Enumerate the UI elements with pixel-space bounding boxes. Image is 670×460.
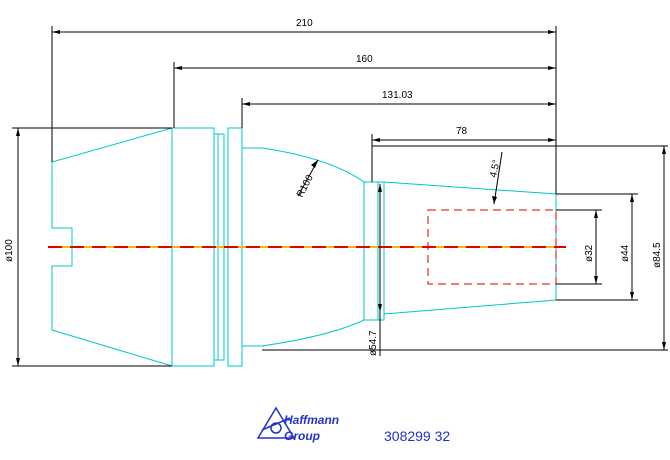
arrow-r100 — [311, 160, 318, 168]
part-number: 308299 32 — [384, 428, 450, 444]
arrowheads — [16, 30, 666, 366]
label-dia-54-7: ø54.7 — [368, 330, 379, 356]
arc-top — [261, 147, 365, 183]
arrow-44-bottom — [630, 292, 634, 300]
arrow-100-top — [16, 128, 20, 136]
label-dia-44: ø44 — [620, 244, 631, 262]
arrow-54-top — [378, 184, 382, 192]
dimension-lines — [12, 26, 668, 367]
arc-bottom — [261, 319, 365, 347]
logo-stroke — [261, 417, 291, 431]
arrow-84-top — [662, 146, 666, 154]
arrow-160-right — [548, 66, 556, 70]
arrow-angle — [492, 196, 497, 204]
label-160: 160 — [356, 54, 373, 65]
arrow-160-left — [174, 66, 182, 70]
logo-line-1: Haffmann — [284, 413, 339, 427]
arrow-100-bottom — [16, 358, 20, 366]
arrow-210-right — [548, 30, 556, 34]
label-dia-84-5: ø84.5 — [652, 242, 663, 268]
arrow-32-bottom — [594, 276, 598, 284]
arrow-78-right — [548, 138, 556, 142]
label-dia-100: ø100 — [4, 239, 15, 262]
logo-triangle-icon — [256, 406, 296, 439]
arrow-131-left — [242, 102, 250, 106]
bore-hidden-line — [427, 209, 557, 285]
angle-leader — [493, 151, 503, 205]
label-210: 210 — [296, 18, 313, 29]
logo-line-2: Group — [284, 429, 320, 443]
neck-ring — [363, 181, 385, 321]
logo-gear-icon — [270, 422, 282, 434]
label-r100: R100 — [295, 173, 316, 200]
arrow-54-bottom — [378, 304, 382, 312]
dimension-labels: 210 160 131.03 78 ø100 ø32 ø44 ø84.5 ø54… — [4, 18, 663, 356]
label-131: 131.03 — [382, 90, 413, 101]
arrow-84-bottom — [662, 342, 666, 350]
arrow-32-top — [594, 210, 598, 218]
label-angle: 4.5° — [488, 159, 502, 179]
arrow-44-top — [630, 194, 634, 202]
label-dia-32: ø32 — [584, 244, 595, 262]
company-logo: Haffmann Group — [256, 406, 339, 443]
arrow-131-right — [548, 102, 556, 106]
arrow-210-left — [52, 30, 60, 34]
arrow-78-left — [372, 138, 380, 142]
label-78: 78 — [456, 126, 468, 137]
